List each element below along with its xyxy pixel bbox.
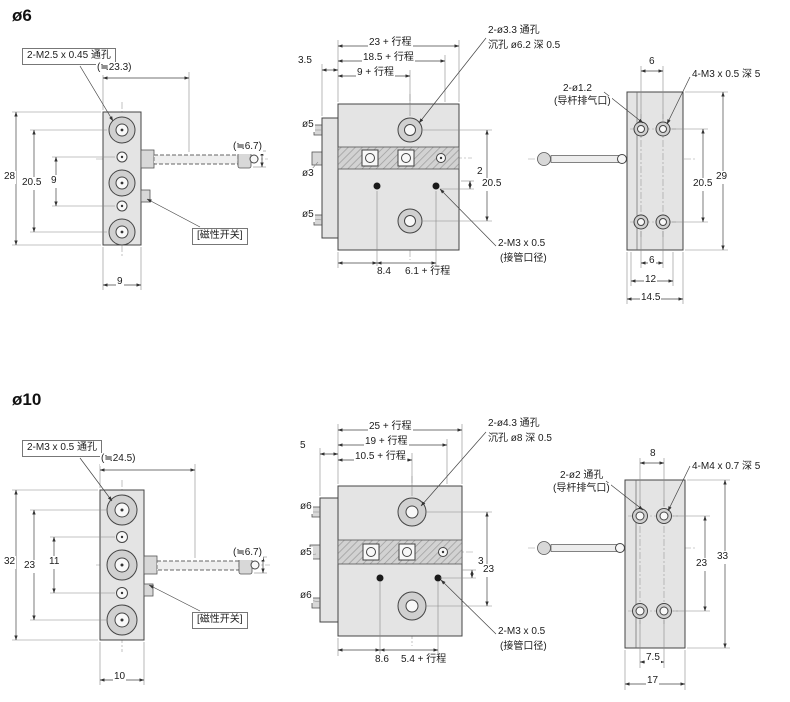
o10-top-dia-center-dim: ø5 (299, 547, 313, 560)
o10-side-hole-span-dim: 23 (695, 558, 709, 571)
o10-top-mid-stroke-dim: 19 + 行程 (364, 436, 409, 449)
o10-top-offset-dim: 3 (477, 556, 485, 569)
o10-counterbore-callout-line1: 2-ø4.3 通孔 (487, 418, 541, 431)
o10-top-view (302, 424, 497, 656)
o6-side-view (528, 66, 728, 304)
o6-front-hole-span-dim: 20.5 (21, 177, 43, 190)
o6-top-dia-lower-dim: ø5 (301, 209, 315, 222)
o10-side-top-pitch-dim: 8 (649, 448, 657, 461)
o10-front-approx-length-dim: (≒24.5) (100, 453, 137, 466)
o10-top-hole-pitch-dim: 23 (482, 564, 496, 577)
section-title-o10: ø10 (12, 390, 42, 409)
o6-side-bottom-mid-dim: 12 (644, 274, 658, 287)
o6-top-total-stroke-dim: 23 + 行程 (368, 37, 413, 50)
o10-side-thread-callout: 4-M4 x 0.7 深 5 (691, 461, 762, 474)
o6-top-flange-dim: 3.5 (297, 55, 313, 68)
o10-side-height-dim: 33 (716, 551, 730, 564)
o6-side-thread-callout: 4-M3 x 0.5 深 5 (691, 69, 762, 82)
o6-side-top-pitch-dim: 6 (648, 56, 656, 69)
o6-port-callout-line1: 2-M3 x 0.5 (497, 238, 547, 251)
o6-front-approx-length-dim: (≒23.3) (96, 62, 133, 75)
o6-side-height-dim: 29 (715, 171, 729, 184)
o6-counterbore-callout-line1: 2-ø3.3 通孔 (487, 25, 541, 38)
o10-front-through-hole-callout: 2-M3 x 0.5 通孔 (22, 440, 103, 457)
o6-front-height-dim: 28 (3, 171, 17, 184)
o6-side-vent-callout-line1: 2-ø1.2 (562, 83, 593, 96)
o6-top-port-pitch-dim: 6.1 + 行程 (404, 266, 452, 279)
o10-magnetic-switch-callout: [磁性开关] (192, 612, 248, 629)
o6-front-view (12, 65, 268, 290)
o10-side-bottom-pitch-dim: 7.5 (645, 652, 661, 665)
o10-side-width-dim: 17 (646, 675, 660, 688)
o6-side-vent-callout-line2: (导杆排气口) (553, 96, 612, 109)
o10-top-port-pitch-dim: 5.4 + 行程 (400, 654, 448, 667)
o10-top-total-stroke-dim: 25 + 行程 (368, 421, 413, 434)
o6-top-dia-upper-dim: ø5 (301, 119, 315, 132)
o6-side-hole-span-dim: 20.5 (692, 178, 714, 191)
o10-top-flange-dim: 5 (299, 440, 307, 453)
o6-port-callout-line2: (接管口径) (499, 253, 548, 266)
o10-side-view (528, 458, 730, 690)
o6-side-width-dim: 14.5 (640, 292, 662, 305)
o6-top-short-stroke-dim: 9 + 行程 (356, 67, 395, 80)
o10-port-callout-line2: (接管口径) (499, 641, 548, 654)
o6-front-width-dim: 9 (116, 276, 124, 289)
o6-front-inner-span-dim: 9 (50, 175, 58, 188)
section-title-o6: ø6 (12, 6, 32, 25)
o10-top-short-stroke-dim: 10.5 + 行程 (354, 451, 407, 464)
o10-front-width-dim: 10 (113, 671, 127, 684)
o10-front-height-dim: 32 (3, 556, 17, 569)
o6-top-mid-stroke-dim: 18.5 + 行程 (362, 52, 415, 65)
o10-top-dia-lower-dim: ø6 (299, 590, 313, 603)
o6-top-port-offset-dim: 8.4 (376, 266, 392, 279)
o6-top-offset-dim: 2 (476, 166, 484, 179)
o6-front-rod-approx-dim: (≒6.7) (232, 141, 263, 154)
o6-side-bottom-pitch-dim: 6 (648, 255, 656, 268)
o10-front-inner-span-dim: 11 (48, 556, 61, 569)
o10-front-hole-span-dim: 23 (23, 560, 37, 573)
o10-top-dia-upper-dim: ø6 (299, 501, 313, 514)
o10-top-port-offset-dim: 8.6 (374, 654, 390, 667)
o6-top-view (304, 37, 497, 268)
o6-counterbore-callout-line2: 沉孔 ø6.2 深 0.5 (487, 40, 562, 53)
o10-port-callout-line1: 2-M3 x 0.5 (497, 626, 547, 639)
o6-top-dia-center-dim: ø3 (301, 168, 315, 181)
o10-front-rod-approx-dim: (≒6.7) (232, 547, 263, 560)
o10-side-vent-callout-line1: 2-ø2 通孔 (559, 470, 605, 483)
o10-counterbore-callout-line2: 沉孔 ø8 深 0.5 (487, 433, 553, 446)
o6-front-through-hole-callout: 2-M2.5 x 0.45 通孔 (22, 48, 116, 65)
o10-front-view (12, 457, 270, 685)
o6-magnetic-switch-callout: [磁性开关] (192, 228, 248, 245)
o10-side-vent-callout-line2: (导杆排气口) (552, 483, 611, 496)
o6-top-hole-pitch-dim: 20.5 (481, 178, 503, 191)
